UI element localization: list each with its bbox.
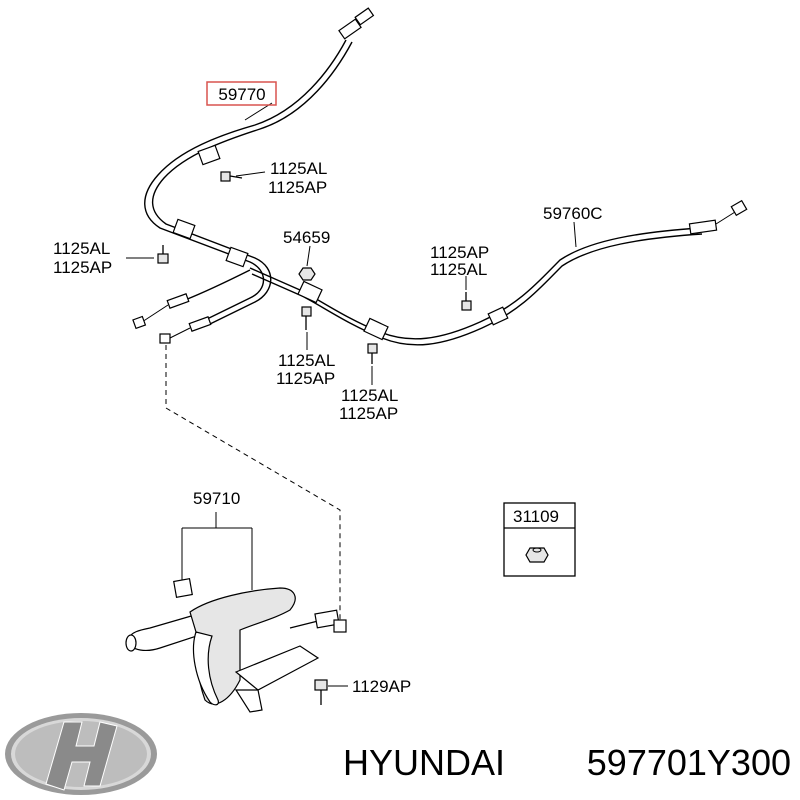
clip-bolts [157, 171, 472, 364]
bolt-1129ap [314, 679, 328, 705]
callout-1125al-mid: 1125AL [278, 351, 335, 370]
caption-brand: HYUNDAI [343, 742, 505, 783]
callout-59710: 59710 [193, 489, 240, 508]
caption-part-number: 597701Y300 [587, 742, 791, 783]
callout-1125al-left: 1125AL [53, 239, 110, 258]
callout-1125al-right: 1125AL [430, 260, 487, 279]
relation-dash-line [165, 345, 341, 620]
callout-54659: 54659 [283, 228, 330, 247]
callout-1125al-center: 1125AL [341, 386, 398, 405]
leader-lines [126, 102, 577, 687]
parking-brake-lever-59710 [125, 512, 347, 713]
callout-59770: 59770 [218, 85, 265, 104]
callout-1125ap-top: 1125AP [268, 178, 327, 197]
callout-1125ap-right: 1125AP [430, 243, 489, 262]
nut-31109 [525, 547, 549, 563]
callout-1125ap-mid: 1125AP [276, 369, 335, 388]
callout-1125ap-center: 1125AP [339, 404, 398, 423]
callout-1129ap: 1129AP [352, 677, 411, 696]
hyundai-logo [5, 713, 157, 795]
cable-59770 [132, 7, 375, 344]
inset-box-31109 [503, 502, 576, 577]
callout-31109: 31109 [513, 507, 559, 526]
callout-59760c: 59760C [543, 204, 603, 223]
callout-1125al-top: 1125AL [270, 159, 327, 178]
cable-59760c [249, 199, 748, 346]
callout-1125ap-left: 1125AP [53, 258, 112, 277]
highlight-box-59770 [206, 81, 277, 106]
